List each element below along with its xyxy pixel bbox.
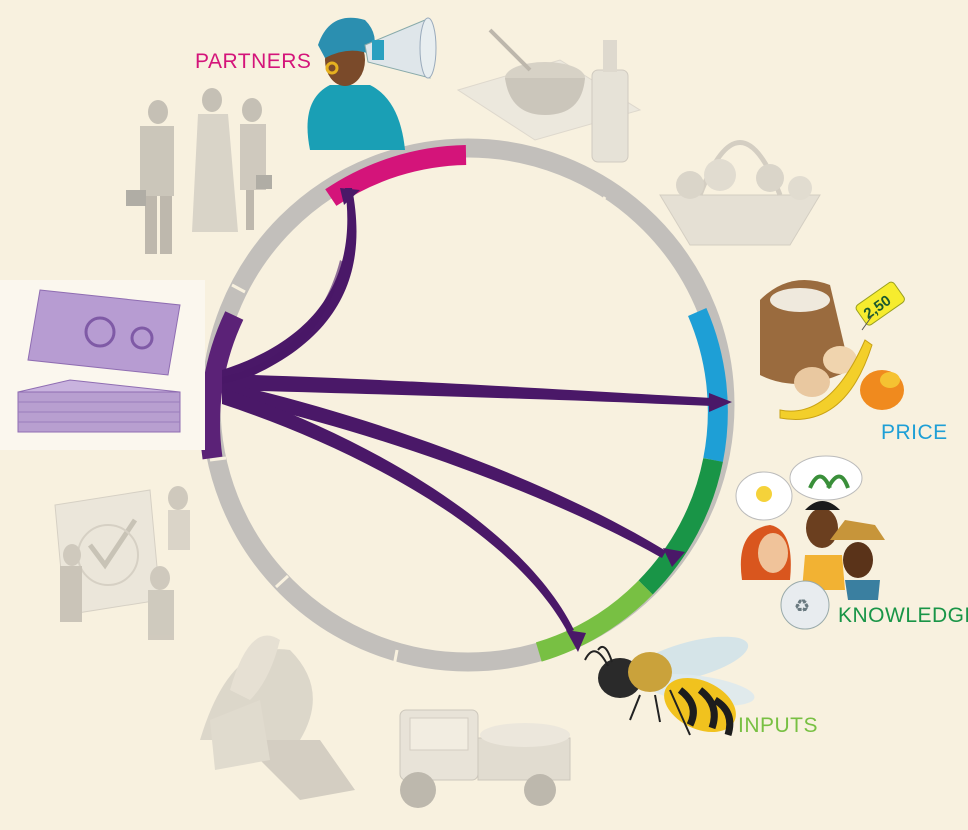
flow-to-inputs: [222, 388, 574, 633]
arrowhead-partners: [340, 188, 360, 205]
delivery-tricycle-illustration: [399, 709, 571, 808]
arrowhead-price: [709, 393, 732, 412]
people-certificate-illustration: [54, 486, 190, 640]
money-flows: [222, 188, 712, 633]
label-price: PRICE: [881, 421, 948, 444]
label-inputs: INPUTS: [738, 714, 819, 737]
plant-hands-illustration: [200, 635, 355, 800]
banknotes-illustration: [0, 280, 205, 450]
ring-segment-price: [687, 308, 728, 462]
vegetable-basket-illustration: [659, 140, 821, 246]
flow-to-price: [222, 374, 712, 406]
people-ideas-illustration: ♻: [735, 455, 885, 630]
label-partners: PARTNERS: [195, 50, 312, 73]
ring-segment-knowledge: [638, 457, 723, 595]
label-knowledge: KNOWLEDGE: [838, 604, 968, 627]
flow-to-knowledge: [222, 382, 666, 558]
produce-bag-fruit-illustration: 2,50: [760, 280, 905, 420]
arrowheads: [340, 188, 732, 652]
arrowhead-inputs: [566, 630, 586, 652]
bee-illustration: [584, 636, 755, 737]
ring-dividers: [209, 196, 607, 667]
business-people-illustration: [126, 88, 272, 254]
arrowhead-knowledge: [663, 548, 685, 567]
food-bowl-bottle-illustration: [456, 28, 642, 163]
woman-megaphone-illustration: [307, 17, 437, 150]
ring-segment-inputs: [535, 580, 653, 662]
ring-segment-money: [200, 311, 244, 460]
svg-text:♻: ♻: [794, 596, 810, 617]
